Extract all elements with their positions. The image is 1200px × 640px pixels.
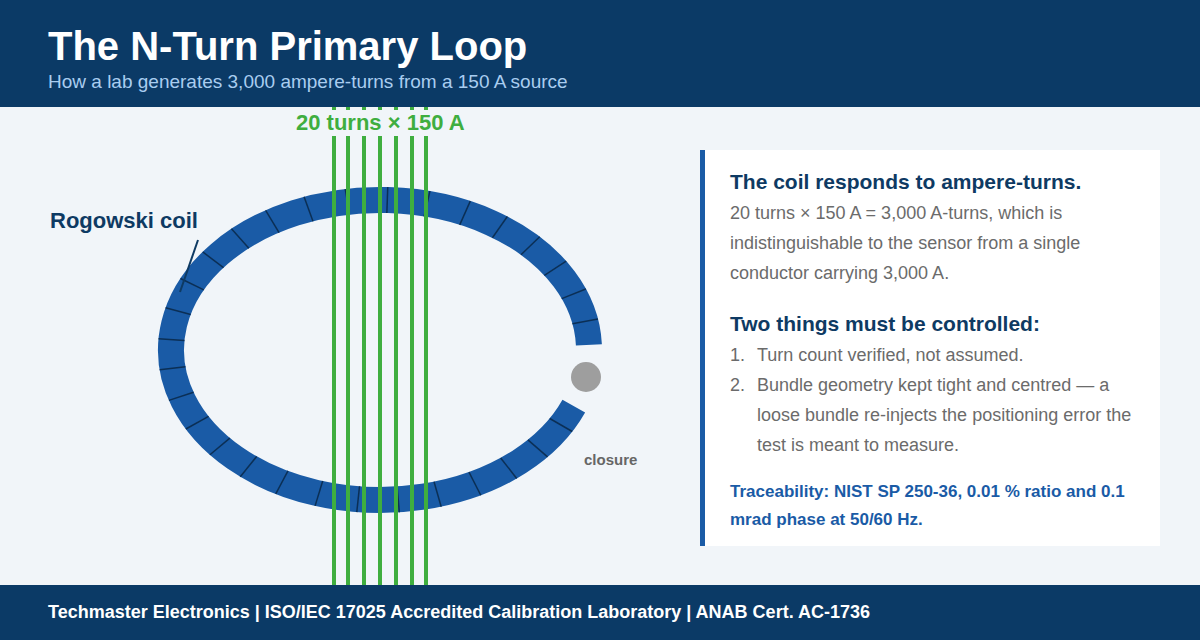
- list-number: 2.: [730, 370, 757, 460]
- primary-turns: [334, 107, 426, 585]
- winding-tick: [357, 486, 360, 512]
- winding-tick: [501, 458, 517, 478]
- conductor-turn: [362, 107, 366, 585]
- winding-tick: [304, 197, 313, 221]
- conductor-turn: [378, 107, 382, 585]
- winding-tick: [521, 237, 540, 255]
- info-panel: The coil responds to ampere-turns.20 tur…: [700, 150, 1160, 546]
- winding-tick: [528, 440, 548, 457]
- winding-tick: [544, 261, 566, 275]
- winding-tick: [469, 472, 481, 495]
- head-text: Two things must be controlled:: [730, 310, 1146, 338]
- body-text: 20 turns × 150 A = 3,000 A-turns, which …: [730, 198, 1146, 288]
- text-group: Traceability: NIST SP 250-36, 0.01 % rat…: [730, 478, 1146, 534]
- winding-tick: [562, 289, 586, 299]
- conductor-turn: [346, 107, 350, 585]
- subtitle: How a lab generates 3,000 ampere-turns f…: [48, 70, 568, 94]
- title: The N-Turn Primary Loop: [48, 24, 527, 68]
- winding-tick: [276, 471, 288, 494]
- closure-point: [571, 362, 601, 392]
- winding-tick: [434, 482, 441, 507]
- text-group: The coil responds to ampere-turns.: [730, 168, 1146, 196]
- text-group: 2.Bundle geometry kept tight and centred…: [730, 370, 1146, 460]
- conductor-turn: [394, 107, 398, 585]
- text-group: 20 turns × 150 A = 3,000 A-turns, which …: [730, 198, 1146, 288]
- text-group: 1.Turn count verified, not assumed.: [730, 340, 1146, 370]
- winding-tick: [166, 308, 191, 315]
- winding-tick: [550, 419, 573, 432]
- footer-band: Techmaster Electronics | ISO/IEC 17025 A…: [0, 585, 1200, 640]
- head-text: The coil responds to ampere-turns.: [730, 168, 1146, 196]
- winding-tick: [210, 438, 230, 455]
- winding-tick: [186, 416, 209, 429]
- winding-tick: [572, 319, 598, 324]
- turns-label: 20 turns × 150 A: [292, 110, 469, 136]
- footer-text: Techmaster Electronics | ISO/IEC 17025 A…: [48, 602, 870, 623]
- conductor-turn: [410, 107, 414, 585]
- winding-tick: [492, 216, 507, 237]
- winding-tick: [460, 201, 471, 225]
- winding-tick: [231, 229, 248, 248]
- conductor-turn: [332, 107, 336, 585]
- winding-tick: [240, 456, 256, 476]
- header-band: [0, 0, 1200, 107]
- winding-tick: [315, 481, 323, 506]
- winding-tick: [169, 392, 194, 400]
- trace-note: Traceability: NIST SP 250-36, 0.01 % rat…: [730, 478, 1146, 534]
- winding-tick: [386, 187, 388, 213]
- winding-tick: [159, 339, 185, 341]
- conductor-turn: [424, 107, 428, 585]
- list-item: Turn count verified, not assumed.: [757, 340, 1146, 370]
- leader-line: [180, 240, 198, 292]
- part-name: Rogowski coil: [50, 208, 198, 234]
- winding-tick: [160, 367, 186, 370]
- list-number: 1.: [730, 340, 757, 370]
- winding-tick: [203, 252, 224, 268]
- part-name: closure: [584, 451, 637, 469]
- winding-tick: [266, 210, 279, 232]
- text-group: Two things must be controlled:: [730, 310, 1146, 338]
- list-item: Bundle geometry kept tight and centred —…: [757, 370, 1146, 460]
